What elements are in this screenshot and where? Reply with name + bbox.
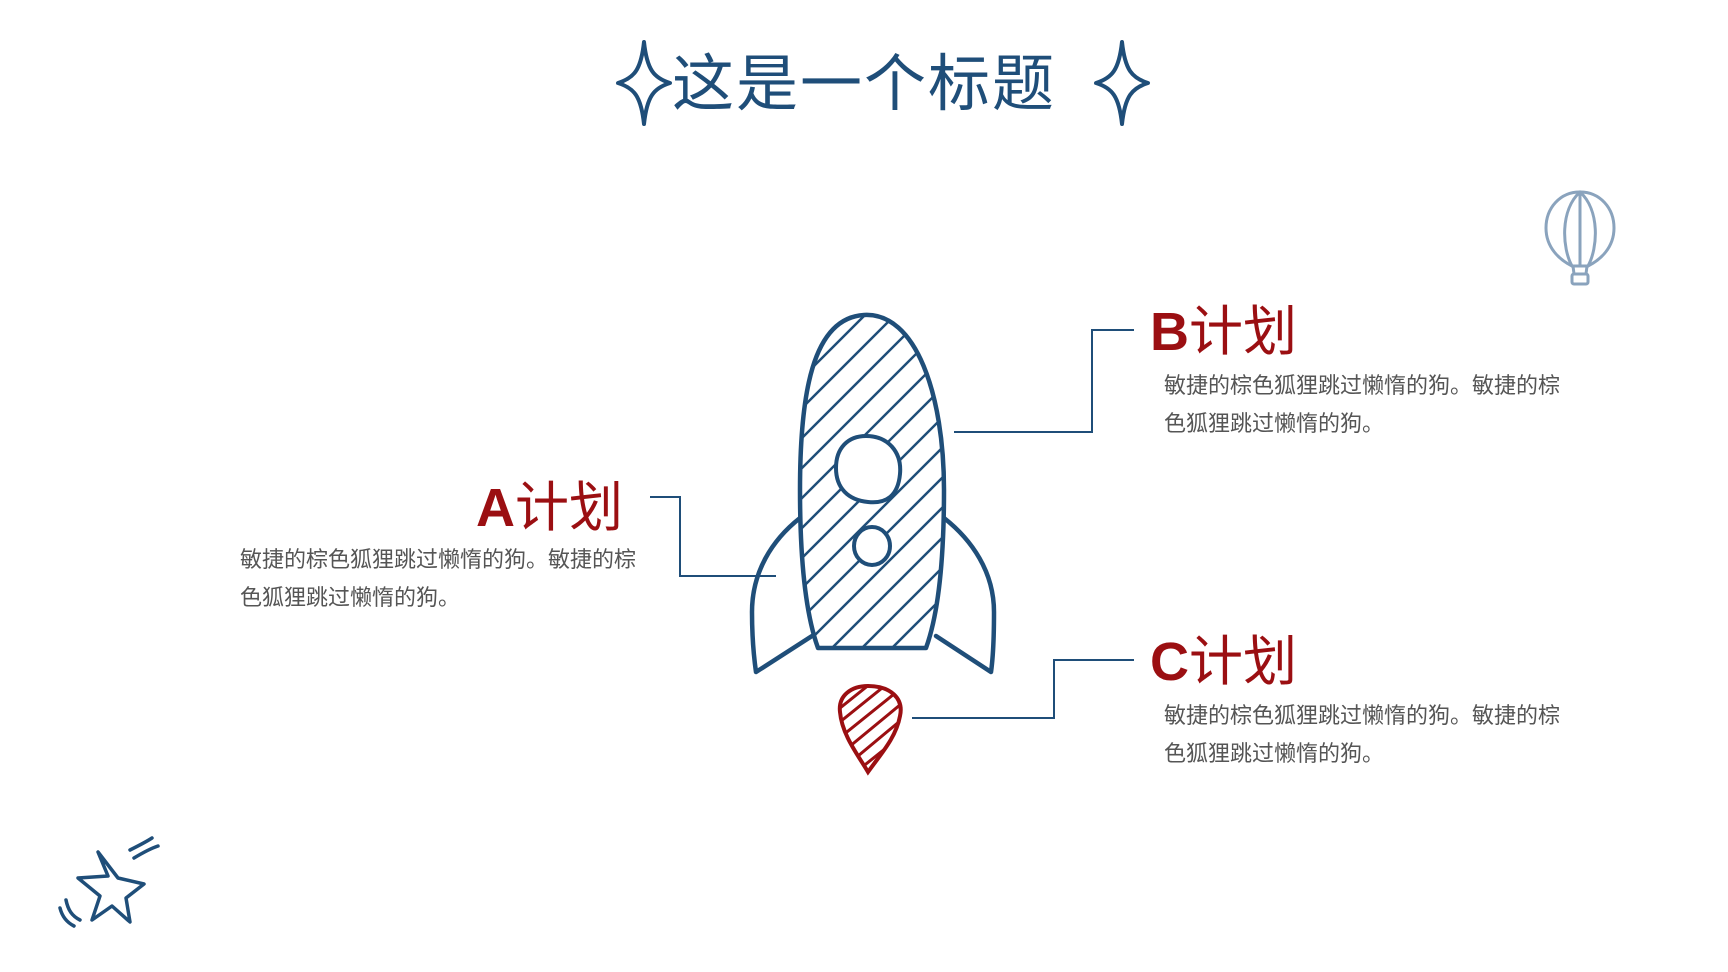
- connectors: [650, 329, 1134, 719]
- plan-b-letter: B: [1150, 302, 1189, 362]
- plan-c-letter: C: [1150, 632, 1189, 692]
- connector-b: [954, 329, 1134, 433]
- hot-air-balloon-icon: [1544, 190, 1616, 286]
- plan-a-suffix: 计划: [515, 476, 623, 539]
- plan-b-title: B计划: [1150, 300, 1297, 364]
- sparkle-right-icon: [1094, 40, 1150, 126]
- plan-c-title: C计划: [1150, 630, 1297, 694]
- rocket-window-large: [834, 434, 903, 505]
- plan-a-title: A计划: [476, 476, 623, 540]
- rocket-body: [797, 312, 947, 651]
- rocket-icon: [749, 312, 997, 675]
- star-icon: [58, 836, 160, 928]
- rocket-fin-right: [933, 515, 997, 675]
- sparkle-left-icon: [616, 40, 672, 126]
- rocket-fin-left: [749, 515, 815, 675]
- plan-b-description: 敏捷的棕色狐狸跳过懒惰的狗。敏捷的棕色狐狸跳过懒惰的狗。: [1164, 374, 1561, 437]
- page-title: 这是一个标题: [671, 47, 1056, 120]
- rocket-flame-icon: [837, 683, 903, 776]
- plan-a-description: 敏捷的棕色狐狸跳过懒惰的狗。敏捷的棕色狐狸跳过懒惰的狗。: [240, 548, 637, 611]
- plan-b-suffix: 计划: [1189, 300, 1297, 363]
- plan-c-suffix: 计划: [1189, 630, 1297, 693]
- plan-a-letter: A: [476, 478, 515, 538]
- connector-a: [650, 496, 776, 577]
- connector-c: [912, 659, 1134, 719]
- plan-c-description: 敏捷的棕色狐狸跳过懒惰的狗。敏捷的棕色狐狸跳过懒惰的狗。: [1164, 704, 1561, 767]
- rocket-window-small: [852, 525, 892, 567]
